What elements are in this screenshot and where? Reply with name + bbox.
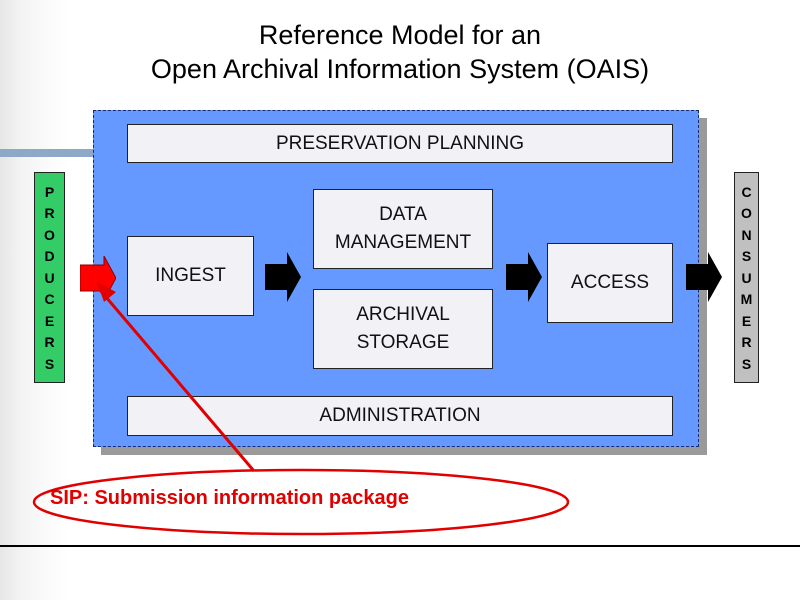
- sip-label: SIP: Submission information package: [50, 487, 409, 509]
- storage-to-access-arrow: [506, 252, 542, 302]
- consumers-letter: N: [741, 226, 752, 243]
- diagram-title: Reference Model for an Open Archival Inf…: [0, 18, 800, 86]
- sip-ellipse: [32, 468, 570, 536]
- consumers-letter: O: [741, 205, 752, 221]
- decorative-line: [0, 149, 96, 157]
- data-management-box: DATA MANAGEMENT: [313, 189, 493, 269]
- producers-letter: D: [44, 248, 55, 264]
- data-management-label-line-1: DATA: [379, 204, 427, 225]
- bottom-divider: [0, 545, 800, 547]
- consumers-letter: R: [741, 334, 752, 350]
- administration-label: ADMINISTRATION: [319, 405, 481, 426]
- producers-letter: R: [44, 334, 55, 350]
- archival-storage-label-line-1: ARCHIVAL: [356, 304, 450, 325]
- data-management-label-line-2: MANAGEMENT: [334, 232, 472, 253]
- producers-letter: P: [44, 183, 55, 200]
- producers-letter: S: [44, 355, 55, 372]
- producers-letter: C: [44, 291, 55, 307]
- archival-storage-label-line-2: STORAGE: [356, 332, 450, 353]
- consumers-letter: E: [741, 312, 752, 329]
- consumers-letter: C: [741, 183, 752, 200]
- access-label: ACCESS: [570, 272, 650, 293]
- preservation-planning-label: PRESERVATION PLANNING: [275, 132, 525, 154]
- producers-letter: E: [44, 312, 55, 329]
- sip-pointer-line: [98, 289, 256, 472]
- consumers-letter: S: [741, 248, 752, 264]
- title-line-2: Open Archival Information System (OAIS): [150, 54, 650, 84]
- title-line-1: Reference Model for an: [258, 20, 542, 50]
- consumers-letter: S: [741, 355, 752, 372]
- ingest-label: INGEST: [155, 265, 226, 286]
- sip-pointer-arrowhead: [97, 282, 116, 302]
- consumers-letter: M: [740, 291, 753, 307]
- producers-letter: O: [44, 226, 55, 243]
- producers-letter: U: [44, 269, 55, 286]
- ingest-box: INGEST: [127, 236, 254, 316]
- preservation-planning-box: PRESERVATION PLANNING: [127, 124, 673, 163]
- archival-storage-box: ARCHIVAL STORAGE: [313, 289, 493, 369]
- producers-letter: R: [44, 205, 55, 221]
- access-box: ACCESS: [547, 243, 673, 323]
- consumers-letter: U: [741, 269, 752, 286]
- ingest-to-storage-arrow: [265, 252, 301, 302]
- access-to-consumers-arrow: [686, 252, 722, 302]
